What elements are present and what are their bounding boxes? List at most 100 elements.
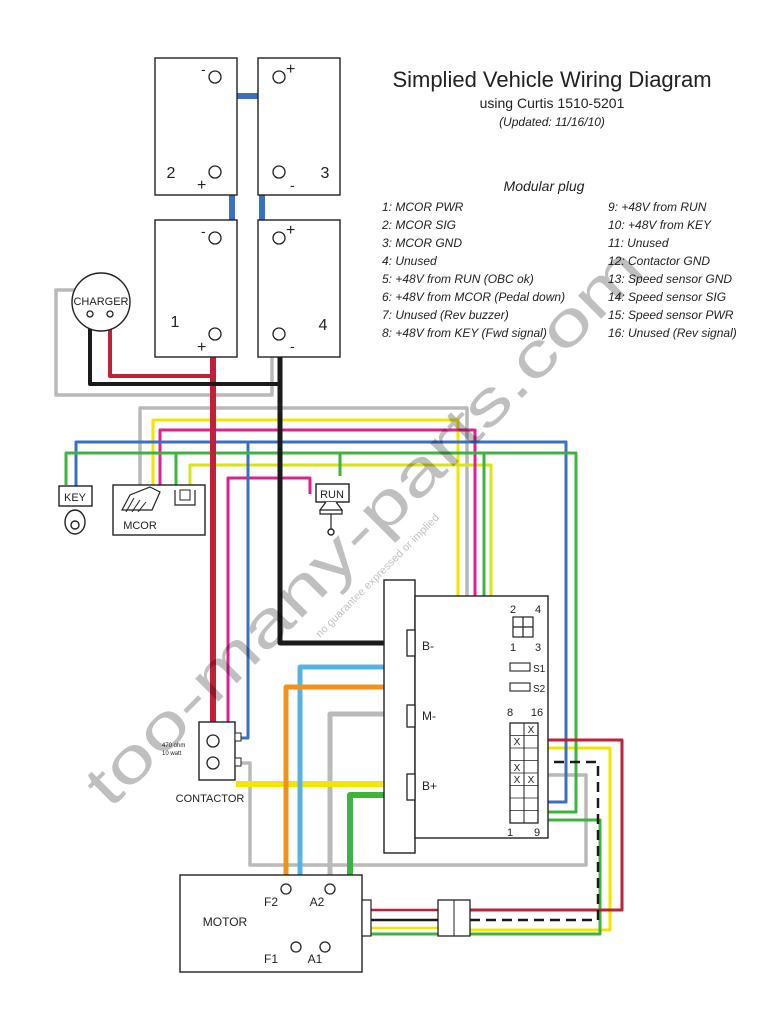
contactor-terminal	[206, 734, 220, 748]
run-switch: RUN	[315, 483, 350, 536]
title-block: Simplied Vehicle Wiring Diagram using Cu…	[392, 67, 711, 129]
contactor-terminal	[206, 756, 220, 770]
pin-number: 3	[535, 642, 541, 654]
diagram-subtitle: using Curtis 1510-5201	[480, 95, 625, 111]
pin-number: 2	[510, 604, 516, 616]
legend-item: 2: MCOR SIG	[381, 218, 456, 232]
terminal	[208, 70, 222, 84]
mcor-label: MCOR	[123, 520, 157, 532]
run-toggle-icon	[318, 501, 344, 530]
key-switch: KEY	[58, 485, 93, 535]
battery-3: 3 + -	[257, 57, 341, 196]
contactor-label: CONTACTOR	[176, 793, 245, 805]
plus-sign: +	[286, 222, 295, 239]
battery-number: 3	[321, 165, 330, 182]
legend-item: 9: +48V from RUN	[608, 200, 707, 214]
legend-item: 12: Contactor GND	[608, 254, 710, 268]
modular-plug-heading: Modular plug	[504, 178, 585, 194]
charger-pin	[106, 310, 114, 318]
red-wire-harness	[470, 738, 624, 912]
plus-sign: +	[197, 339, 206, 356]
contactor: 470 ohm 10 watt CONTACTOR	[162, 721, 245, 805]
legend-item: 14: Speed sensor SIG	[608, 290, 726, 304]
pin-x-mark: X	[514, 775, 521, 786]
legend-item: 4: Unused	[382, 254, 437, 268]
mcor-sensor: MCOR	[112, 484, 206, 536]
legend-item: 16: Unused (Rev signal)	[608, 326, 737, 340]
contactor-coil-tab	[234, 757, 242, 767]
legend-item: 15: Speed sensor PWR	[608, 308, 734, 322]
mcor-pedal-icon	[121, 486, 196, 513]
charger-receptacle: CHARGER	[71, 272, 131, 332]
terminal	[208, 327, 222, 341]
magenta-wire-contactor	[226, 476, 312, 738]
green-wire-harness	[371, 818, 602, 936]
modular-plug-connector: X X X X X 8 16 1 9	[507, 707, 543, 839]
pin-x-mark: X	[528, 775, 535, 786]
motor-terminal	[280, 883, 292, 895]
minus-sign: -	[201, 61, 206, 77]
controller: B- M- B+ S1 S2 2 4 1 3 X X X X X 8 16	[383, 579, 549, 854]
legend-item: 11: Unused	[608, 236, 669, 250]
connector-pinout-icon: 2 4 1 3	[510, 604, 541, 654]
battery-number: 1	[171, 314, 180, 331]
yellow-wire-controller-harness	[470, 746, 612, 932]
terminal	[208, 231, 222, 245]
battery-1: 1 - +	[154, 219, 238, 358]
terminal-label-f1: F1	[264, 952, 278, 966]
m-minus-terminal	[406, 704, 416, 728]
b-plus-label: B+	[422, 779, 437, 793]
pin-number: 1	[510, 642, 516, 654]
green-wire-top	[64, 451, 578, 814]
b-minus-label: B-	[422, 639, 434, 653]
key-label: KEY	[64, 492, 87, 504]
motor: MOTOR F2 A2 F1 A1	[179, 874, 372, 973]
minus-sign: -	[290, 338, 295, 354]
battery-4: 4 + -	[257, 219, 341, 358]
s1-label: S1	[533, 664, 546, 675]
s2-label: S2	[533, 684, 546, 695]
speed-sensor-connector	[437, 899, 471, 937]
legend-item: 8: +48V from KEY (Fwd signal)	[382, 326, 547, 340]
motor-sensor-plug	[361, 899, 372, 937]
minus-sign: -	[201, 223, 206, 239]
s1-terminal	[509, 662, 531, 672]
run-label: RUN	[320, 489, 344, 501]
terminal	[208, 165, 222, 179]
legend-item: 10: +48V from KEY	[608, 218, 712, 232]
legend-item: 3: MCOR GND	[382, 236, 462, 250]
motor-terminal	[319, 941, 331, 953]
battery-number: 2	[167, 165, 176, 182]
legend-item: 13: Speed sensor GND	[608, 272, 732, 286]
charger-label: CHARGER	[73, 296, 128, 308]
black-dashed-wire	[470, 760, 600, 922]
charger-pin	[86, 310, 94, 318]
gray-wire-contactor-loop	[236, 761, 588, 867]
terminal-label-a1: A1	[308, 952, 323, 966]
legend-item: 5: +48V from RUN (OBC ok)	[382, 272, 534, 286]
pin-x-mark: X	[514, 763, 521, 774]
pin-number: 9	[534, 827, 540, 839]
plus-sign: +	[286, 61, 295, 78]
pin-number: 8	[507, 707, 513, 719]
m-minus-label: M-	[422, 709, 436, 723]
black-wire-charger	[88, 318, 280, 386]
legend-item: 1: MCOR PWR	[382, 200, 464, 214]
red-wire-charger	[108, 318, 213, 378]
pin-number: 16	[531, 707, 543, 719]
legend-item: 7: Unused (Rev buzzer)	[382, 308, 509, 322]
s2-terminal	[509, 682, 531, 692]
motor-label: MOTOR	[203, 915, 248, 929]
b-plus-terminal	[406, 773, 416, 801]
legend-left-column: 1: MCOR PWR 2: MCOR SIG 3: MCOR GND 4: U…	[381, 200, 565, 340]
pin-x-mark: X	[528, 725, 535, 736]
battery-pack: 2 - + 3 + - 1 - + 4 + -	[154, 57, 341, 358]
terminal	[272, 70, 286, 84]
blue-wire-key-top	[74, 440, 568, 804]
legend-item: 6: +48V from MCOR (Pedal down)	[382, 290, 565, 304]
battery-2: 2 - +	[154, 57, 238, 196]
minus-sign: -	[290, 177, 295, 193]
motor-terminal	[290, 941, 302, 953]
diagram-title: Simplied Vehicle Wiring Diagram	[392, 67, 711, 92]
